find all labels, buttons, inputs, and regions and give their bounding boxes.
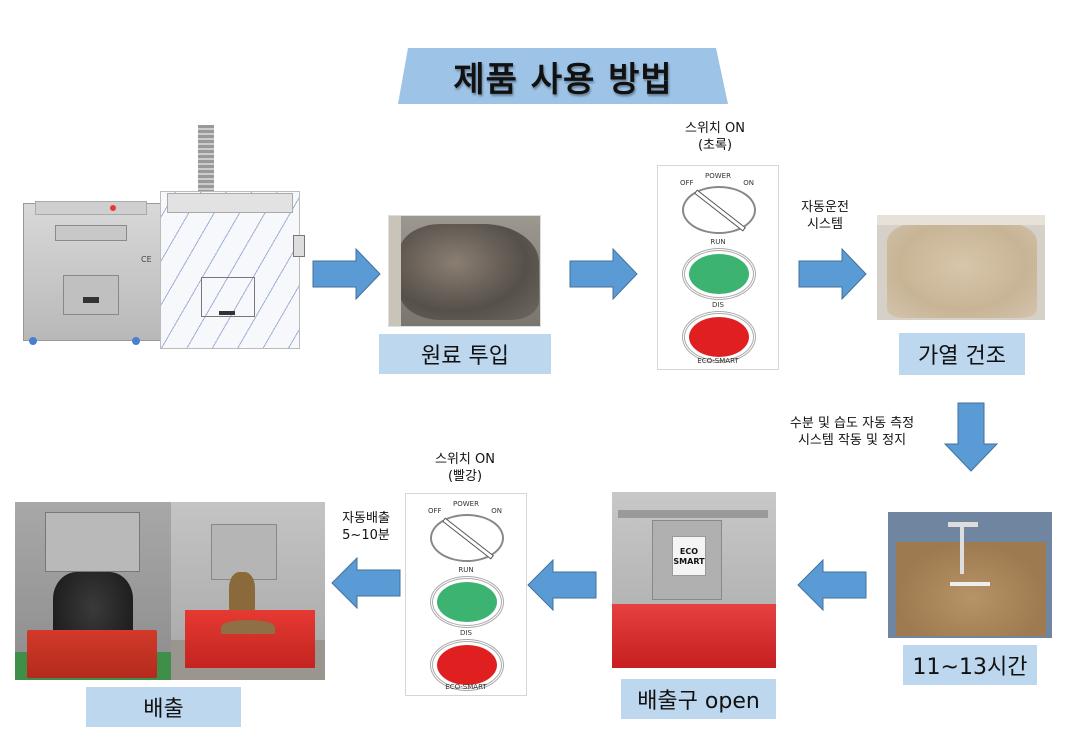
run-button[interactable] [682, 248, 756, 300]
wrapped-machine [160, 191, 300, 349]
caption-moisture-system: 수분 및 습도 자동 측정 시스템 작동 및 정지 [789, 416, 915, 448]
caption-auto-operation: 자동운전 시스템 [801, 200, 849, 232]
run-label: RUN [458, 566, 474, 574]
discharge-tub-photo [171, 502, 325, 680]
step-label-discharge: 배출 [86, 687, 241, 727]
power-label: POWER [453, 500, 479, 508]
step-label-raw-input: 원료 투입 [379, 334, 551, 374]
dis-label: DIS [712, 301, 724, 309]
drying-drum-photo [888, 512, 1052, 638]
step-label-duration: 11~13시간 [903, 645, 1037, 685]
power-knob[interactable] [682, 186, 756, 234]
page-title: 제품 사용 방법 [453, 59, 673, 100]
arrow-left-icon [331, 557, 401, 609]
dis-button[interactable] [682, 311, 756, 363]
caption-switch-on-green: 스위치 ON (초록) [685, 121, 745, 153]
title-banner: 제품 사용 방법 [398, 48, 728, 104]
on-label: ON [743, 179, 754, 187]
raw-input-photo [388, 215, 541, 327]
title-banner-shape [398, 48, 728, 104]
arrow-left-icon [527, 559, 597, 611]
stainless-machine [23, 203, 161, 341]
ce-mark: CE [141, 255, 152, 264]
arrow-left-icon [797, 559, 867, 611]
power-knob[interactable] [430, 514, 504, 562]
power-label: POWER [705, 172, 731, 180]
eco-smart-sign: ECO SMART [672, 536, 706, 576]
discharge-bag-photo [15, 502, 171, 680]
caption-switch-on-red: 스위치 ON (빨강) [435, 452, 495, 484]
run-button[interactable] [430, 576, 504, 628]
brand-label: ECO-SMART [445, 683, 487, 691]
off-label: OFF [680, 179, 694, 187]
on-label: ON [491, 507, 502, 515]
caption-auto-discharge: 자동배출 5~10분 [342, 511, 390, 543]
outlet-open-photo: ECO SMART [612, 492, 776, 668]
product-machines-photo: CE [15, 125, 305, 355]
brand-label: ECO-SMART [697, 357, 739, 365]
run-label: RUN [710, 238, 726, 246]
control-panel-red: POWER OFF ON RUN DIS ECO-SMART [405, 493, 527, 696]
arrow-right-icon [312, 248, 381, 300]
dis-label: DIS [460, 629, 472, 637]
dis-button[interactable] [430, 639, 504, 691]
control-panel-green: POWER OFF ON RUN DIS ECO-SMART [657, 165, 779, 370]
off-label: OFF [428, 507, 442, 515]
arrow-right-icon [569, 248, 638, 300]
step-label-heat-dry: 가열 건조 [899, 333, 1025, 375]
step-label-outlet-open: 배출구 open [621, 679, 776, 719]
arrow-down-icon [944, 402, 998, 472]
arrow-right-icon [798, 248, 867, 300]
heat-dry-photo [877, 215, 1045, 320]
